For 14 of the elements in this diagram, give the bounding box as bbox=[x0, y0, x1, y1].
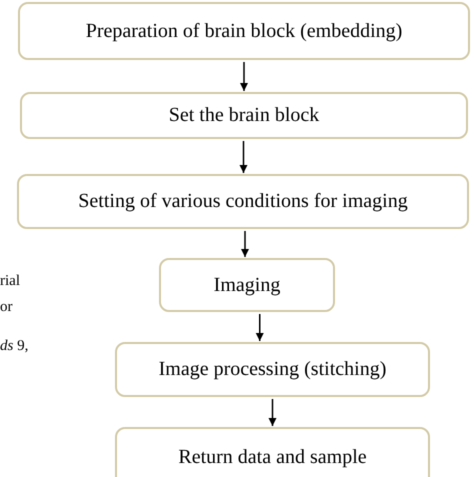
process-box: Image processing (stitching) bbox=[115, 342, 430, 397]
process-box: Return data and sample bbox=[115, 427, 430, 477]
arrow bbox=[240, 141, 248, 173]
text-fragment: ds 9, bbox=[0, 337, 28, 356]
process-box: Preparation of brain block (embedding) bbox=[18, 2, 470, 60]
process-box: Setting of various conditions for imaging bbox=[17, 174, 469, 229]
process-box: Imaging bbox=[159, 258, 335, 312]
arrow bbox=[256, 314, 264, 341]
text-fragment: or bbox=[0, 298, 12, 317]
text-fragment: rial bbox=[0, 272, 20, 291]
arrow bbox=[241, 231, 249, 257]
arrow bbox=[240, 62, 248, 91]
arrow bbox=[268, 399, 276, 426]
process-box: Set the brain block bbox=[20, 92, 468, 139]
